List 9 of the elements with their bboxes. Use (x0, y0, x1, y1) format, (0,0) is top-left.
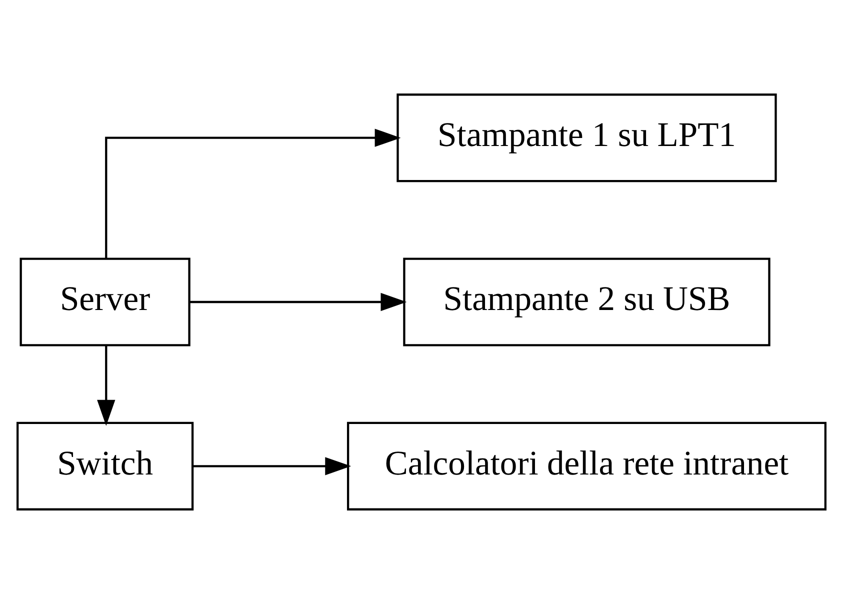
arrow (97, 346, 116, 426)
node-box: Stampante 1 su LPT1 (396, 94, 777, 182)
arrow (105, 128, 401, 258)
node-box: Stampante 2 su USB (403, 258, 770, 346)
node-box: Calcolatori della rete intranet (346, 422, 826, 510)
node-box: Server (20, 258, 190, 346)
arrow (192, 457, 352, 476)
arrow (190, 292, 407, 312)
node-box: Switch (16, 422, 194, 510)
